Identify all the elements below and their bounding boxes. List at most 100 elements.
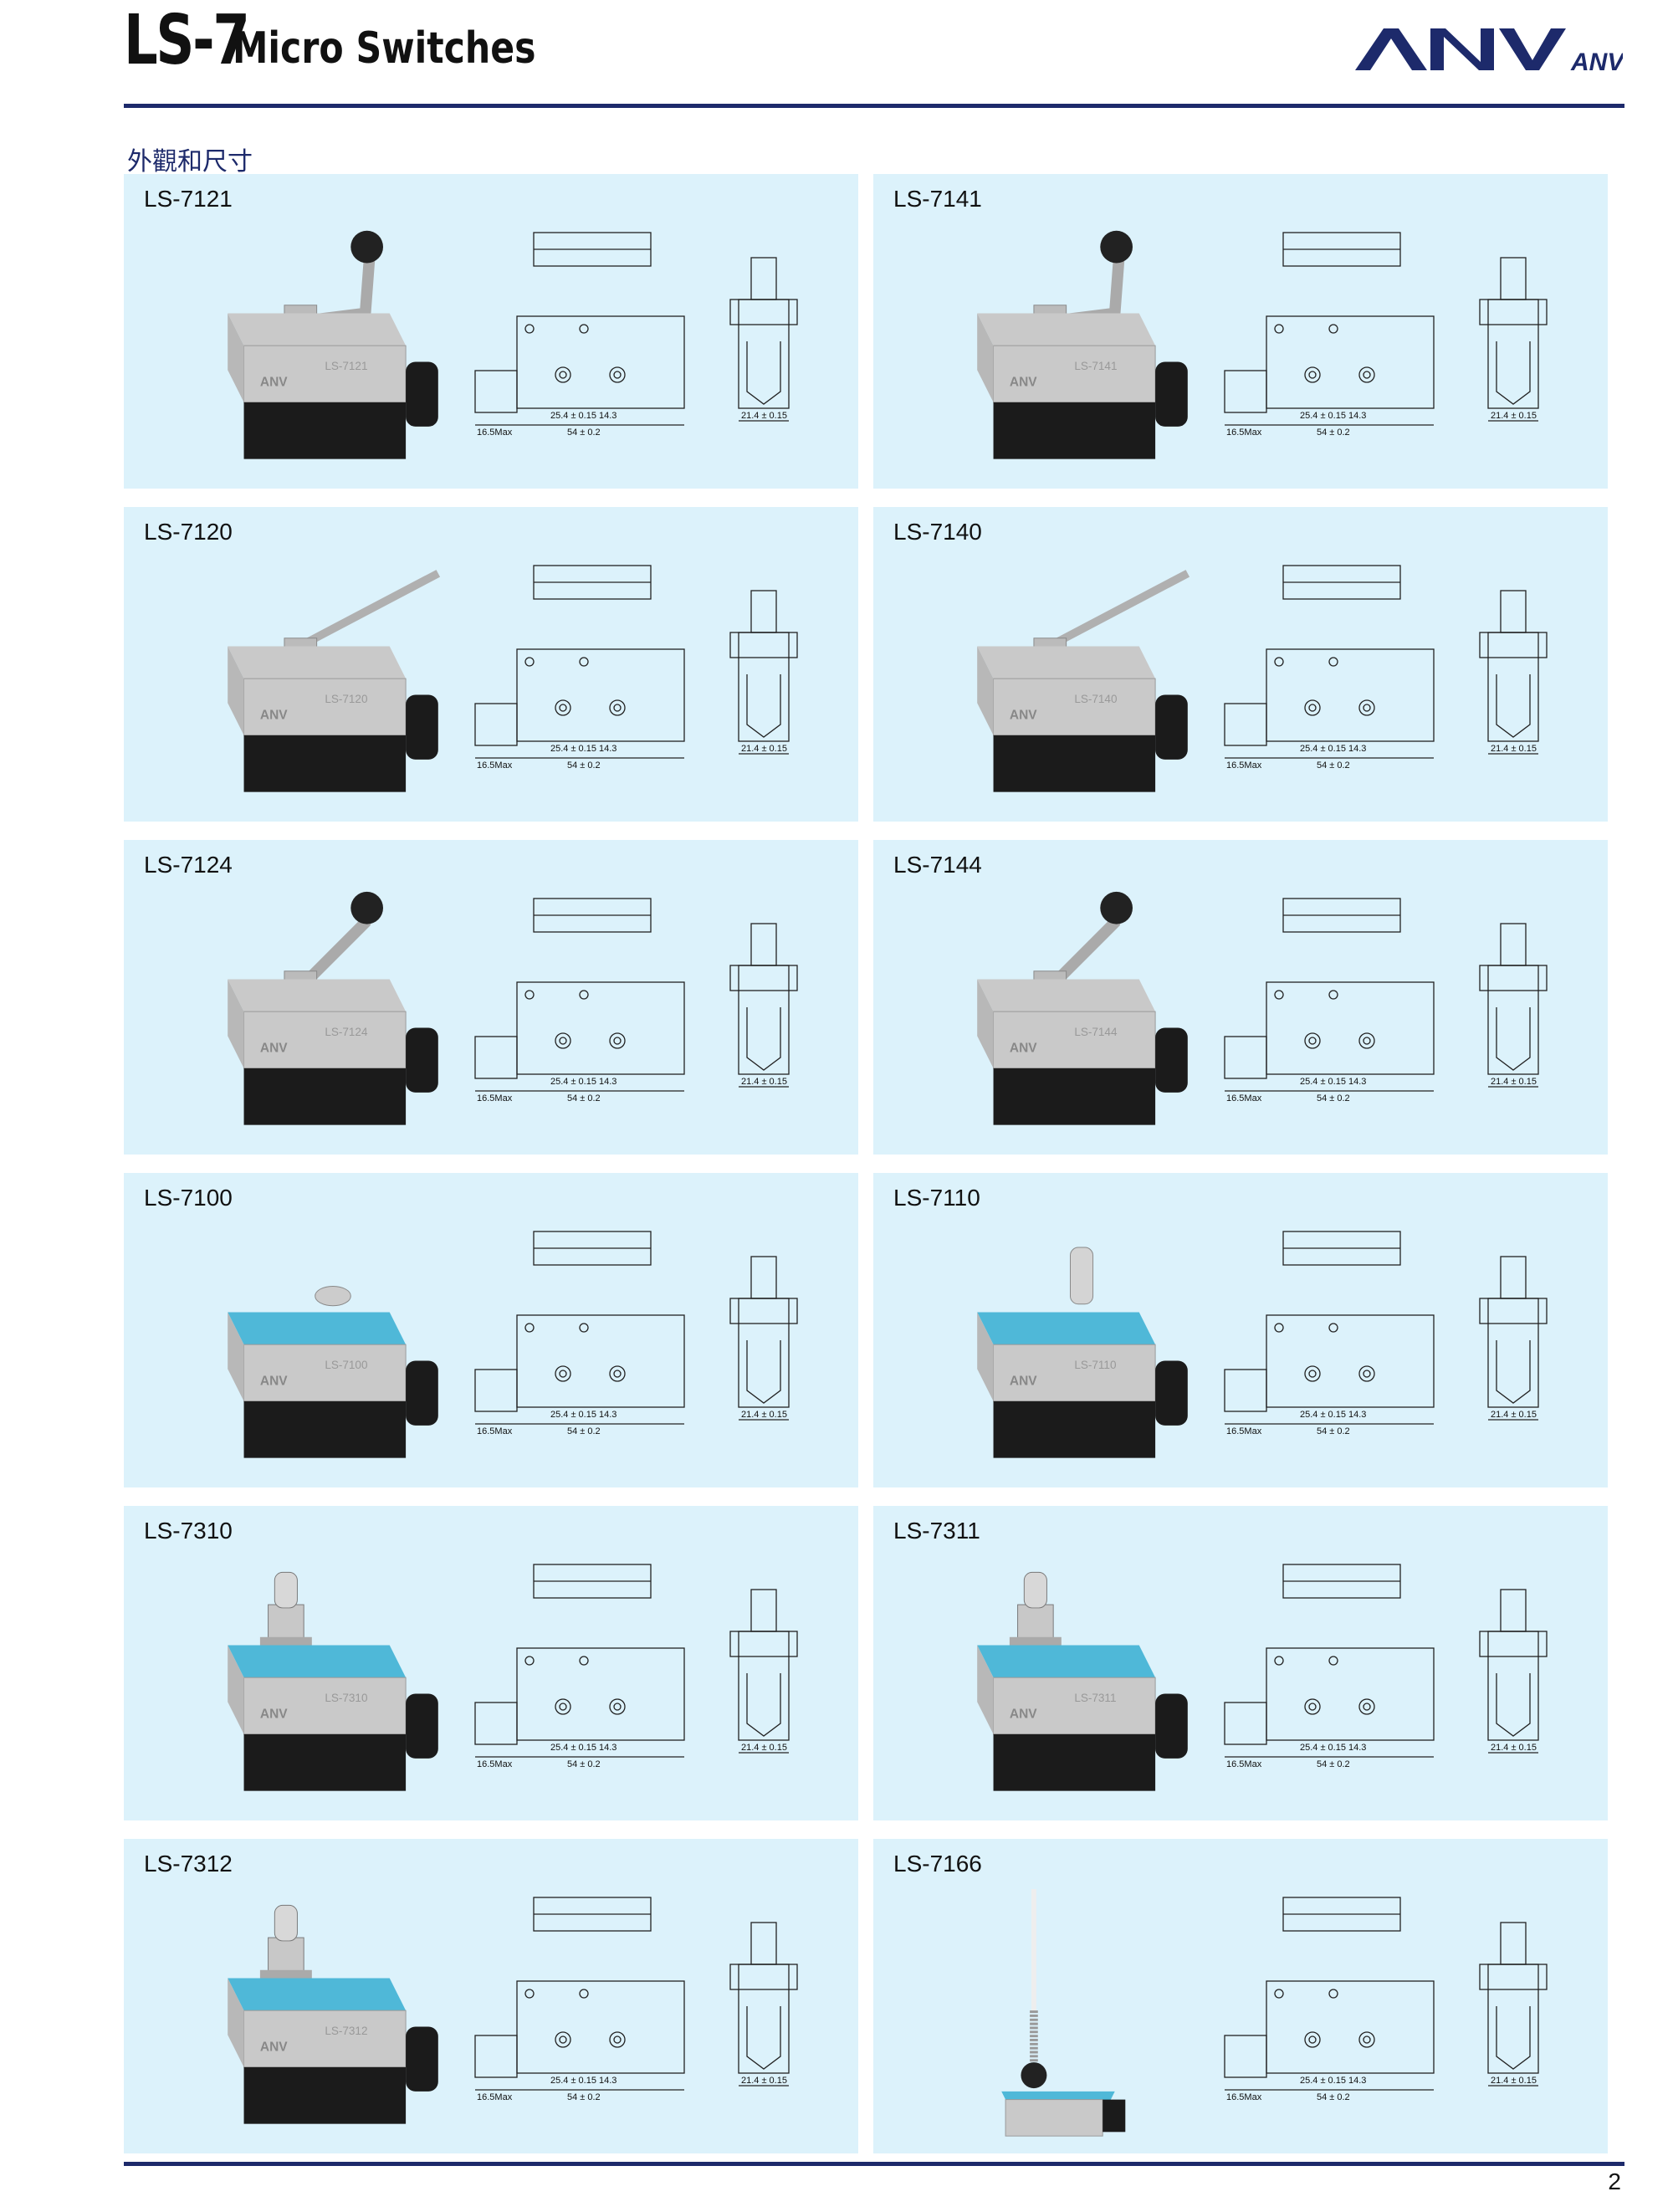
svg-text:16.5Max: 16.5Max — [477, 2092, 513, 2102]
series-model: LS-7 — [124, 1, 250, 80]
dimension-drawing: 16.5Max 25.4 ± 0.15 14.3 54 ± 0.2 21.4 ±… — [1224, 565, 1548, 771]
dimension-drawing: 16.5Max 25.4 ± 0.15 14.3 54 ± 0.2 21.4 ±… — [1224, 898, 1548, 1103]
model-label: LS-7166 — [893, 1851, 982, 1877]
svg-text:25.4 ± 0.15: 25.4 ± 0.15 — [550, 2076, 596, 2086]
model-label: LS-7120 — [144, 519, 233, 545]
svg-text:ANV: ANV — [260, 709, 288, 723]
switch-photo: ANV LS-7100 — [228, 1286, 438, 1458]
switch-photo: ANV LS-7312 — [228, 1904, 438, 2124]
product-panel-ls-7124: LS-7124 ANV LS-7124 16.5Max 25.4 ± 0.15 … — [124, 840, 858, 1155]
product-panel-ls-7140: LS-7140 ANV LS-7140 16.5Max 25.4 ± 0.15 … — [873, 507, 1608, 822]
svg-text:14.3: 14.3 — [1348, 744, 1366, 754]
svg-text:16.5Max: 16.5Max — [1226, 428, 1262, 438]
svg-text:54 ± 0.2: 54 ± 0.2 — [1317, 760, 1350, 771]
svg-text:54 ± 0.2: 54 ± 0.2 — [1317, 1093, 1350, 1103]
svg-text:16.5Max: 16.5Max — [477, 760, 513, 771]
page-number: 2 — [1608, 2168, 1621, 2194]
product-panel-ls-7310: LS-7310 ANV LS-7310 16.5Max 25.4 ± 0.15 … — [124, 1506, 858, 1820]
svg-text:25.4 ± 0.15: 25.4 ± 0.15 — [550, 411, 596, 421]
svg-text:25.4 ± 0.15: 25.4 ± 0.15 — [550, 744, 596, 754]
svg-text:14.3: 14.3 — [1348, 1410, 1366, 1420]
svg-text:25.4 ± 0.15: 25.4 ± 0.15 — [1300, 1410, 1346, 1420]
svg-text:ANV: ANV — [1010, 1042, 1037, 1056]
svg-text:16.5Max: 16.5Max — [1226, 1426, 1262, 1436]
svg-text:14.3: 14.3 — [1348, 1743, 1366, 1753]
svg-text:LS-7311: LS-7311 — [1074, 1692, 1116, 1704]
svg-text:25.4 ± 0.15: 25.4 ± 0.15 — [550, 1077, 596, 1087]
dimension-drawing: 16.5Max 25.4 ± 0.15 14.3 54 ± 0.2 21.4 ±… — [1224, 1897, 1548, 2102]
svg-text:54 ± 0.2: 54 ± 0.2 — [567, 428, 601, 438]
model-label: LS-7124 — [144, 852, 233, 878]
svg-text:54 ± 0.2: 54 ± 0.2 — [1317, 1759, 1350, 1769]
svg-text:25.4 ± 0.15: 25.4 ± 0.15 — [1300, 1077, 1346, 1087]
model-label: LS-7310 — [144, 1518, 233, 1544]
dimension-drawing: 16.5Max 25.4 ± 0.15 14.3 54 ± 0.2 21.4 ±… — [474, 1897, 798, 2102]
product-panel-ls-7141: LS-7141 ANV LS-7141 16.5Max 25.4 ± 0.15 … — [873, 174, 1608, 489]
switch-photo: ANV LS-7141 — [977, 230, 1188, 459]
svg-text:14.3: 14.3 — [599, 1410, 617, 1420]
product-panel-ls-7144: LS-7144 ANV LS-7144 16.5Max 25.4 ± 0.15 … — [873, 840, 1608, 1155]
svg-text:21.4 ± 0.15: 21.4 ± 0.15 — [1491, 744, 1537, 754]
svg-text:14.3: 14.3 — [1348, 411, 1366, 421]
anv-logo: ANV — [1355, 28, 1623, 74]
model-label: LS-7141 — [893, 186, 982, 212]
svg-text:ANV: ANV — [260, 1375, 288, 1389]
model-label: LS-7312 — [144, 1851, 233, 1877]
svg-text:14.3: 14.3 — [599, 1743, 617, 1753]
svg-text:54 ± 0.2: 54 ± 0.2 — [567, 1426, 601, 1436]
product-panel-ls-7120: LS-7120 ANV LS-7120 16.5Max 25.4 ± 0.15 … — [124, 507, 858, 822]
svg-text:LS-7312: LS-7312 — [325, 2025, 367, 2037]
footer-rule — [124, 2162, 1624, 2166]
svg-text:21.4 ± 0.15: 21.4 ± 0.15 — [741, 1410, 787, 1420]
svg-text:14.3: 14.3 — [1348, 1077, 1366, 1087]
svg-text:16.5Max: 16.5Max — [1226, 1759, 1262, 1769]
product-panel-ls-7110: LS-7110 ANV LS-7110 16.5Max 25.4 ± 0.15 … — [873, 1173, 1608, 1487]
svg-text:21.4 ± 0.15: 21.4 ± 0.15 — [1491, 1743, 1537, 1753]
svg-text:ANV: ANV — [1570, 49, 1623, 74]
svg-text:21.4 ± 0.15: 21.4 ± 0.15 — [1491, 1077, 1537, 1087]
svg-text:LS-7144: LS-7144 — [1074, 1026, 1118, 1038]
svg-text:14.3: 14.3 — [1348, 2076, 1366, 2086]
product-panel-ls-7311: LS-7311 ANV LS-7311 16.5Max 25.4 ± 0.15 … — [873, 1506, 1608, 1820]
section-title: 外觀和尺寸 — [127, 148, 253, 176]
dimension-drawing: 16.5Max 25.4 ± 0.15 14.3 54 ± 0.2 21.4 ±… — [1224, 232, 1548, 438]
svg-text:54 ± 0.2: 54 ± 0.2 — [567, 760, 601, 771]
svg-text:25.4 ± 0.15: 25.4 ± 0.15 — [550, 1743, 596, 1753]
svg-text:ANV: ANV — [1010, 709, 1037, 723]
page-header-title: LS-7 Micro Switches — [124, 0, 603, 75]
svg-text:21.4 ± 0.15: 21.4 ± 0.15 — [741, 1743, 787, 1753]
svg-text:ANV: ANV — [1010, 1708, 1037, 1722]
switch-photo: ANV LS-7124 — [228, 891, 438, 1125]
svg-text:LS-7121: LS-7121 — [325, 360, 367, 372]
svg-text:25.4 ± 0.15: 25.4 ± 0.15 — [1300, 744, 1346, 754]
switch-photo: ANV LS-7120 — [228, 570, 441, 792]
svg-text:54 ± 0.2: 54 ± 0.2 — [567, 1093, 601, 1103]
svg-text:21.4 ± 0.15: 21.4 ± 0.15 — [1491, 1410, 1537, 1420]
model-label: LS-7110 — [893, 1185, 980, 1211]
switch-photo: ANV LS-7310 — [228, 1571, 438, 1791]
svg-text:54 ± 0.2: 54 ± 0.2 — [567, 2092, 601, 2102]
switch-photo: ANV LS-7144 — [977, 891, 1188, 1125]
model-label: LS-7121 — [144, 186, 233, 212]
svg-text:ANV: ANV — [260, 2040, 288, 2055]
dimension-drawing: 16.5Max 25.4 ± 0.15 14.3 54 ± 0.2 21.4 ±… — [474, 1231, 798, 1436]
svg-text:14.3: 14.3 — [599, 744, 617, 754]
svg-text:25.4 ± 0.15: 25.4 ± 0.15 — [1300, 1743, 1346, 1753]
svg-text:ANV: ANV — [260, 1042, 288, 1056]
svg-text:14.3: 14.3 — [599, 1077, 617, 1087]
header-rule — [124, 104, 1624, 108]
svg-text:LS-7310: LS-7310 — [325, 1692, 367, 1704]
product-panel-ls-7121: LS-7121 ANV LS-7121 16.5Max 25.4 ± 0.15 … — [124, 174, 858, 489]
svg-text:54 ± 0.2: 54 ± 0.2 — [1317, 428, 1350, 438]
svg-text:LS-7141: LS-7141 — [1074, 360, 1117, 372]
svg-text:16.5Max: 16.5Max — [1226, 760, 1262, 771]
switch-photo: ANV LS-7110 — [977, 1247, 1188, 1458]
dimension-drawing: 16.5Max 25.4 ± 0.15 14.3 54 ± 0.2 21.4 ±… — [1224, 1564, 1548, 1769]
switch-photo: ANV LS-7311 — [977, 1571, 1188, 1791]
svg-text:ANV: ANV — [260, 1708, 288, 1722]
dimension-drawing: 16.5Max 25.4 ± 0.15 14.3 54 ± 0.2 21.4 ±… — [474, 898, 798, 1103]
svg-text:54 ± 0.2: 54 ± 0.2 — [1317, 1426, 1350, 1436]
series-title: Micro Switches — [233, 23, 536, 74]
svg-text:16.5Max: 16.5Max — [1226, 2092, 1262, 2102]
product-panel-ls-7100: LS-7100 ANV LS-7100 16.5Max 25.4 ± 0.15 … — [124, 1173, 858, 1487]
